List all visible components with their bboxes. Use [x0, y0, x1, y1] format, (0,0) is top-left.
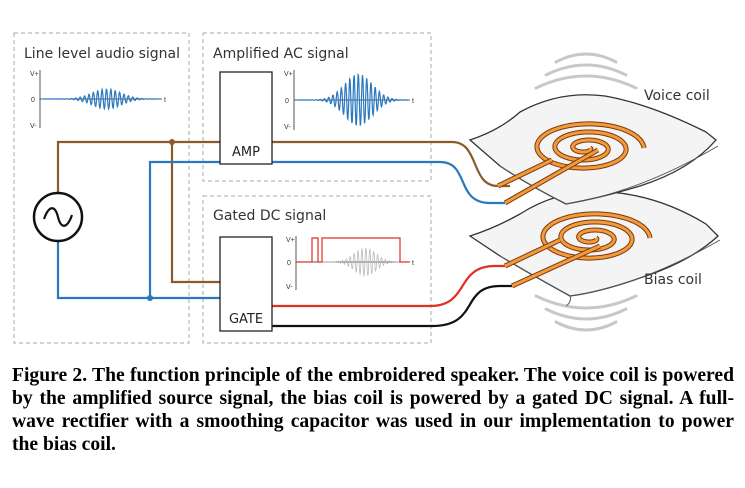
source-blue-wire [56, 240, 220, 300]
figure-caption: Figure 2. The function principle of the … [12, 365, 734, 455]
axis-vplus: V+ [286, 237, 295, 244]
gate-label: GATE [229, 312, 263, 327]
speaker-diagram: Line level audio signal Amplified AC sig… [13, 32, 721, 344]
gate-brown-wire [170, 142, 220, 284]
amplified-box [202, 32, 432, 182]
gated-ghost-waveform [318, 247, 404, 278]
axis-zero: 0 [287, 260, 291, 267]
voice-coil-brown-wire [272, 140, 510, 188]
amp-label: AMP [232, 145, 260, 160]
axis-vplus: V+ [284, 71, 293, 78]
sound-wave-icon [534, 52, 638, 332]
axis-vminus: V- [30, 123, 37, 130]
voice-coil-label: Voice coil [644, 88, 710, 104]
voice-coil-blue-wire [272, 160, 505, 205]
bias-coil-red-wire [272, 264, 505, 308]
axis-zero: 0 [31, 97, 35, 104]
bias-coil-label: Bias coil [644, 272, 702, 288]
voice-coil [496, 121, 647, 206]
amp-blue-wire [148, 160, 220, 298]
wires [56, 140, 512, 328]
audio-waveform [44, 87, 158, 111]
amplified-plot: V+ 0 V- t [284, 70, 414, 131]
gate-block: GATE [219, 236, 273, 332]
bias-coil [503, 211, 653, 289]
junction-dot [147, 295, 153, 301]
axis-zero: 0 [285, 98, 289, 105]
gated-dc-waveform [296, 237, 410, 263]
line-level-title: Line level audio signal [24, 46, 180, 62]
ac-source-icon [32, 191, 84, 243]
source-brown-wire [56, 140, 220, 200]
amplified-waveform [298, 72, 408, 126]
axis-t: t [412, 98, 414, 105]
axis-vminus: V- [284, 124, 291, 131]
line-level-box [13, 32, 190, 344]
axis-t: t [164, 97, 166, 104]
axis-vplus: V+ [30, 71, 39, 78]
gated-title: Gated DC signal [213, 208, 326, 224]
junction-dot [169, 139, 175, 145]
amp-block: AMP [219, 71, 273, 165]
gated-plot: V+ 0 V- t [286, 236, 414, 291]
gated-box [202, 195, 432, 344]
axis-vminus: V- [286, 284, 293, 291]
bias-coil-black-wire [272, 284, 512, 328]
voice-coil-fabric [468, 94, 719, 205]
amplified-title: Amplified AC signal [213, 46, 349, 62]
line-level-plot: V+ 0 V- t [30, 70, 166, 130]
axis-t: t [412, 260, 414, 267]
